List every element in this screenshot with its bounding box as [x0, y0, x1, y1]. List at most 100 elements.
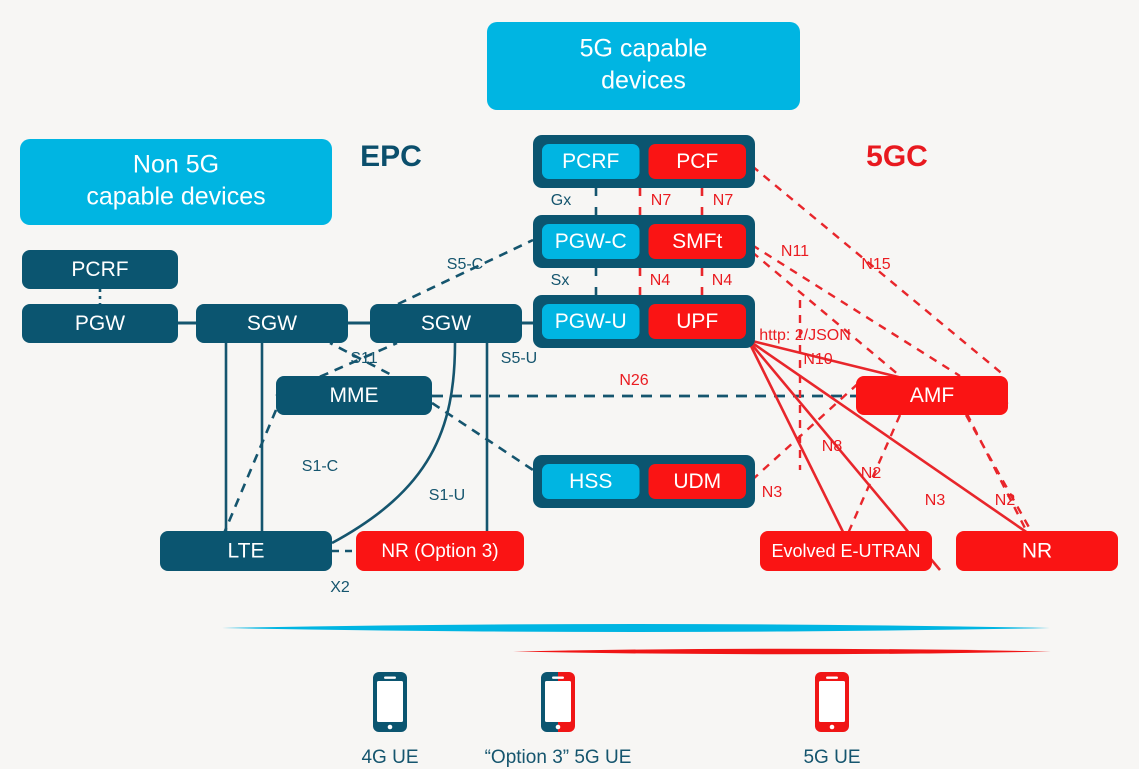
- node-label: SGW: [247, 312, 297, 335]
- phone-earpiece-icon: [552, 676, 564, 679]
- ue-device-label: 5G UE: [803, 747, 860, 768]
- group-node-label: HSS: [569, 470, 612, 493]
- node-rect: [370, 304, 522, 343]
- phone-earpiece-icon: [826, 676, 838, 679]
- interface-label: S11: [350, 350, 377, 367]
- link-smft-amf-n11b: [751, 251, 901, 377]
- node-rect: [356, 531, 524, 571]
- phone-screen: [545, 681, 571, 722]
- phone-home-button-icon: [555, 724, 561, 730]
- fivegc-link-layer: [746, 165, 1037, 571]
- node-sgw-left[interactable]: SGW: [196, 304, 348, 343]
- node-pcrf-left[interactable]: PCRF: [22, 250, 178, 289]
- interface-label: N2: [861, 465, 882, 482]
- group-node-label: PGW-U: [555, 310, 627, 333]
- domain-label-layer: EPC 5GC: [360, 140, 928, 173]
- group-node-label: PGW-C: [555, 230, 627, 253]
- group-node-rect: [648, 224, 746, 259]
- node-evolved-eutran[interactable]: Evolved E-UTRAN: [760, 531, 932, 571]
- interface-label: X2: [330, 579, 350, 596]
- group-node-pgw-c[interactable]: PGW-C: [542, 224, 640, 259]
- banner-label-line1: Non 5G: [133, 151, 219, 179]
- red-coverage: [513, 648, 1051, 655]
- link-smft-amf-n11: [751, 243, 961, 378]
- interface-label: S5-U: [501, 350, 537, 367]
- interface-label: http: 2/JSON: [759, 327, 851, 344]
- group-node-hss[interactable]: HSS: [542, 464, 640, 499]
- node-label: NR: [1022, 540, 1052, 563]
- link-upf-nr-n3: [747, 338, 1036, 540]
- interface-label: N7: [713, 192, 734, 209]
- group-node-udm[interactable]: UDM: [648, 464, 747, 499]
- interface-label: N3: [762, 484, 783, 501]
- phone-home-button-icon: [387, 724, 393, 730]
- group-node-label: PCF: [676, 150, 718, 173]
- node-rect: [22, 250, 178, 289]
- link-mme-lte-s1c: [220, 409, 278, 539]
- node-label: Evolved E-UTRAN: [771, 541, 920, 561]
- ue-device-5g: 5G UE: [803, 672, 861, 768]
- node-label: PGW: [75, 312, 125, 335]
- link-udm-amf-n8: [751, 379, 863, 481]
- phone-home-button-icon: [829, 724, 835, 730]
- interface-label: Sx: [551, 272, 570, 289]
- phone-earpiece-icon: [384, 676, 396, 679]
- node-mme[interactable]: MME: [276, 376, 432, 415]
- interface-label: S1-C: [302, 458, 338, 475]
- node-layer: PCRF PGW SGW SGW MME LTE NR (Option 3) AMF Evolv…: [22, 250, 1118, 571]
- domain-label-fivegc: 5GC: [866, 140, 928, 173]
- link-sgw-pgwc-s5c: [397, 238, 534, 306]
- node-rect: [760, 531, 932, 571]
- banner-label-line2: capable devices: [86, 183, 265, 211]
- ue-device-label: 4G UE: [361, 747, 418, 768]
- group-node-pcf[interactable]: PCF: [648, 144, 747, 179]
- group-node-smft[interactable]: SMFt: [648, 224, 747, 259]
- group-node-upf[interactable]: UPF: [648, 304, 747, 339]
- interface-label: Gx: [551, 192, 571, 209]
- node-pgw-left[interactable]: PGW: [22, 304, 178, 343]
- link-upf-eutran-n3: [746, 339, 848, 539]
- phone-screen: [819, 681, 845, 722]
- interface-label: N7: [651, 192, 672, 209]
- ue-device-4g: 4G UE: [361, 672, 419, 768]
- link-amf-nr-n2b: [958, 399, 1032, 539]
- group-node-pgw-u[interactable]: PGW-U: [542, 304, 640, 339]
- domain-label-epc: EPC: [360, 140, 422, 173]
- interface-label: N11: [781, 243, 809, 260]
- group-node-label: UPF: [676, 310, 718, 333]
- group-node-label: UDM: [673, 470, 721, 493]
- node-nr[interactable]: NR: [956, 531, 1118, 571]
- interface-label: N4: [650, 272, 671, 289]
- group-node-rect: [648, 304, 746, 339]
- interface-label: N26: [619, 372, 648, 389]
- interface-label: N8: [822, 438, 843, 455]
- interface-label: N10: [803, 351, 832, 368]
- interface-label: N3: [925, 492, 946, 509]
- node-nr-opt3[interactable]: NR (Option 3): [356, 531, 524, 571]
- node-label: MME: [330, 384, 379, 407]
- banner-label-line1: 5G capable: [580, 35, 708, 63]
- group-node-rect: [648, 464, 746, 499]
- link-mme-hss: [431, 401, 534, 472]
- group-node-label: PCRF: [562, 150, 619, 173]
- node-sgw-right[interactable]: SGW: [370, 304, 522, 343]
- node-label: AMF: [910, 384, 954, 407]
- group-node-rect: [542, 464, 640, 499]
- node-amf[interactable]: AMF: [856, 376, 1008, 415]
- group-node-pcrf[interactable]: PCRF: [542, 144, 640, 179]
- interface-label: N2: [995, 492, 1016, 509]
- link-amf-eutran-n2: [844, 414, 902, 539]
- ue-device-option3: “Option 3” 5G UE: [485, 672, 631, 768]
- paired-group-subscriber: HSS UDM: [533, 455, 755, 508]
- banner-rect: [487, 22, 800, 110]
- group-node-rect: [542, 224, 640, 259]
- link-pcf-amf-n15: [751, 165, 1006, 377]
- node-lte[interactable]: LTE: [160, 531, 332, 571]
- node-label: NR (Option 3): [381, 541, 498, 562]
- phone-screen: [377, 681, 403, 722]
- node-label: LTE: [228, 540, 265, 563]
- banner-rect: [20, 139, 332, 225]
